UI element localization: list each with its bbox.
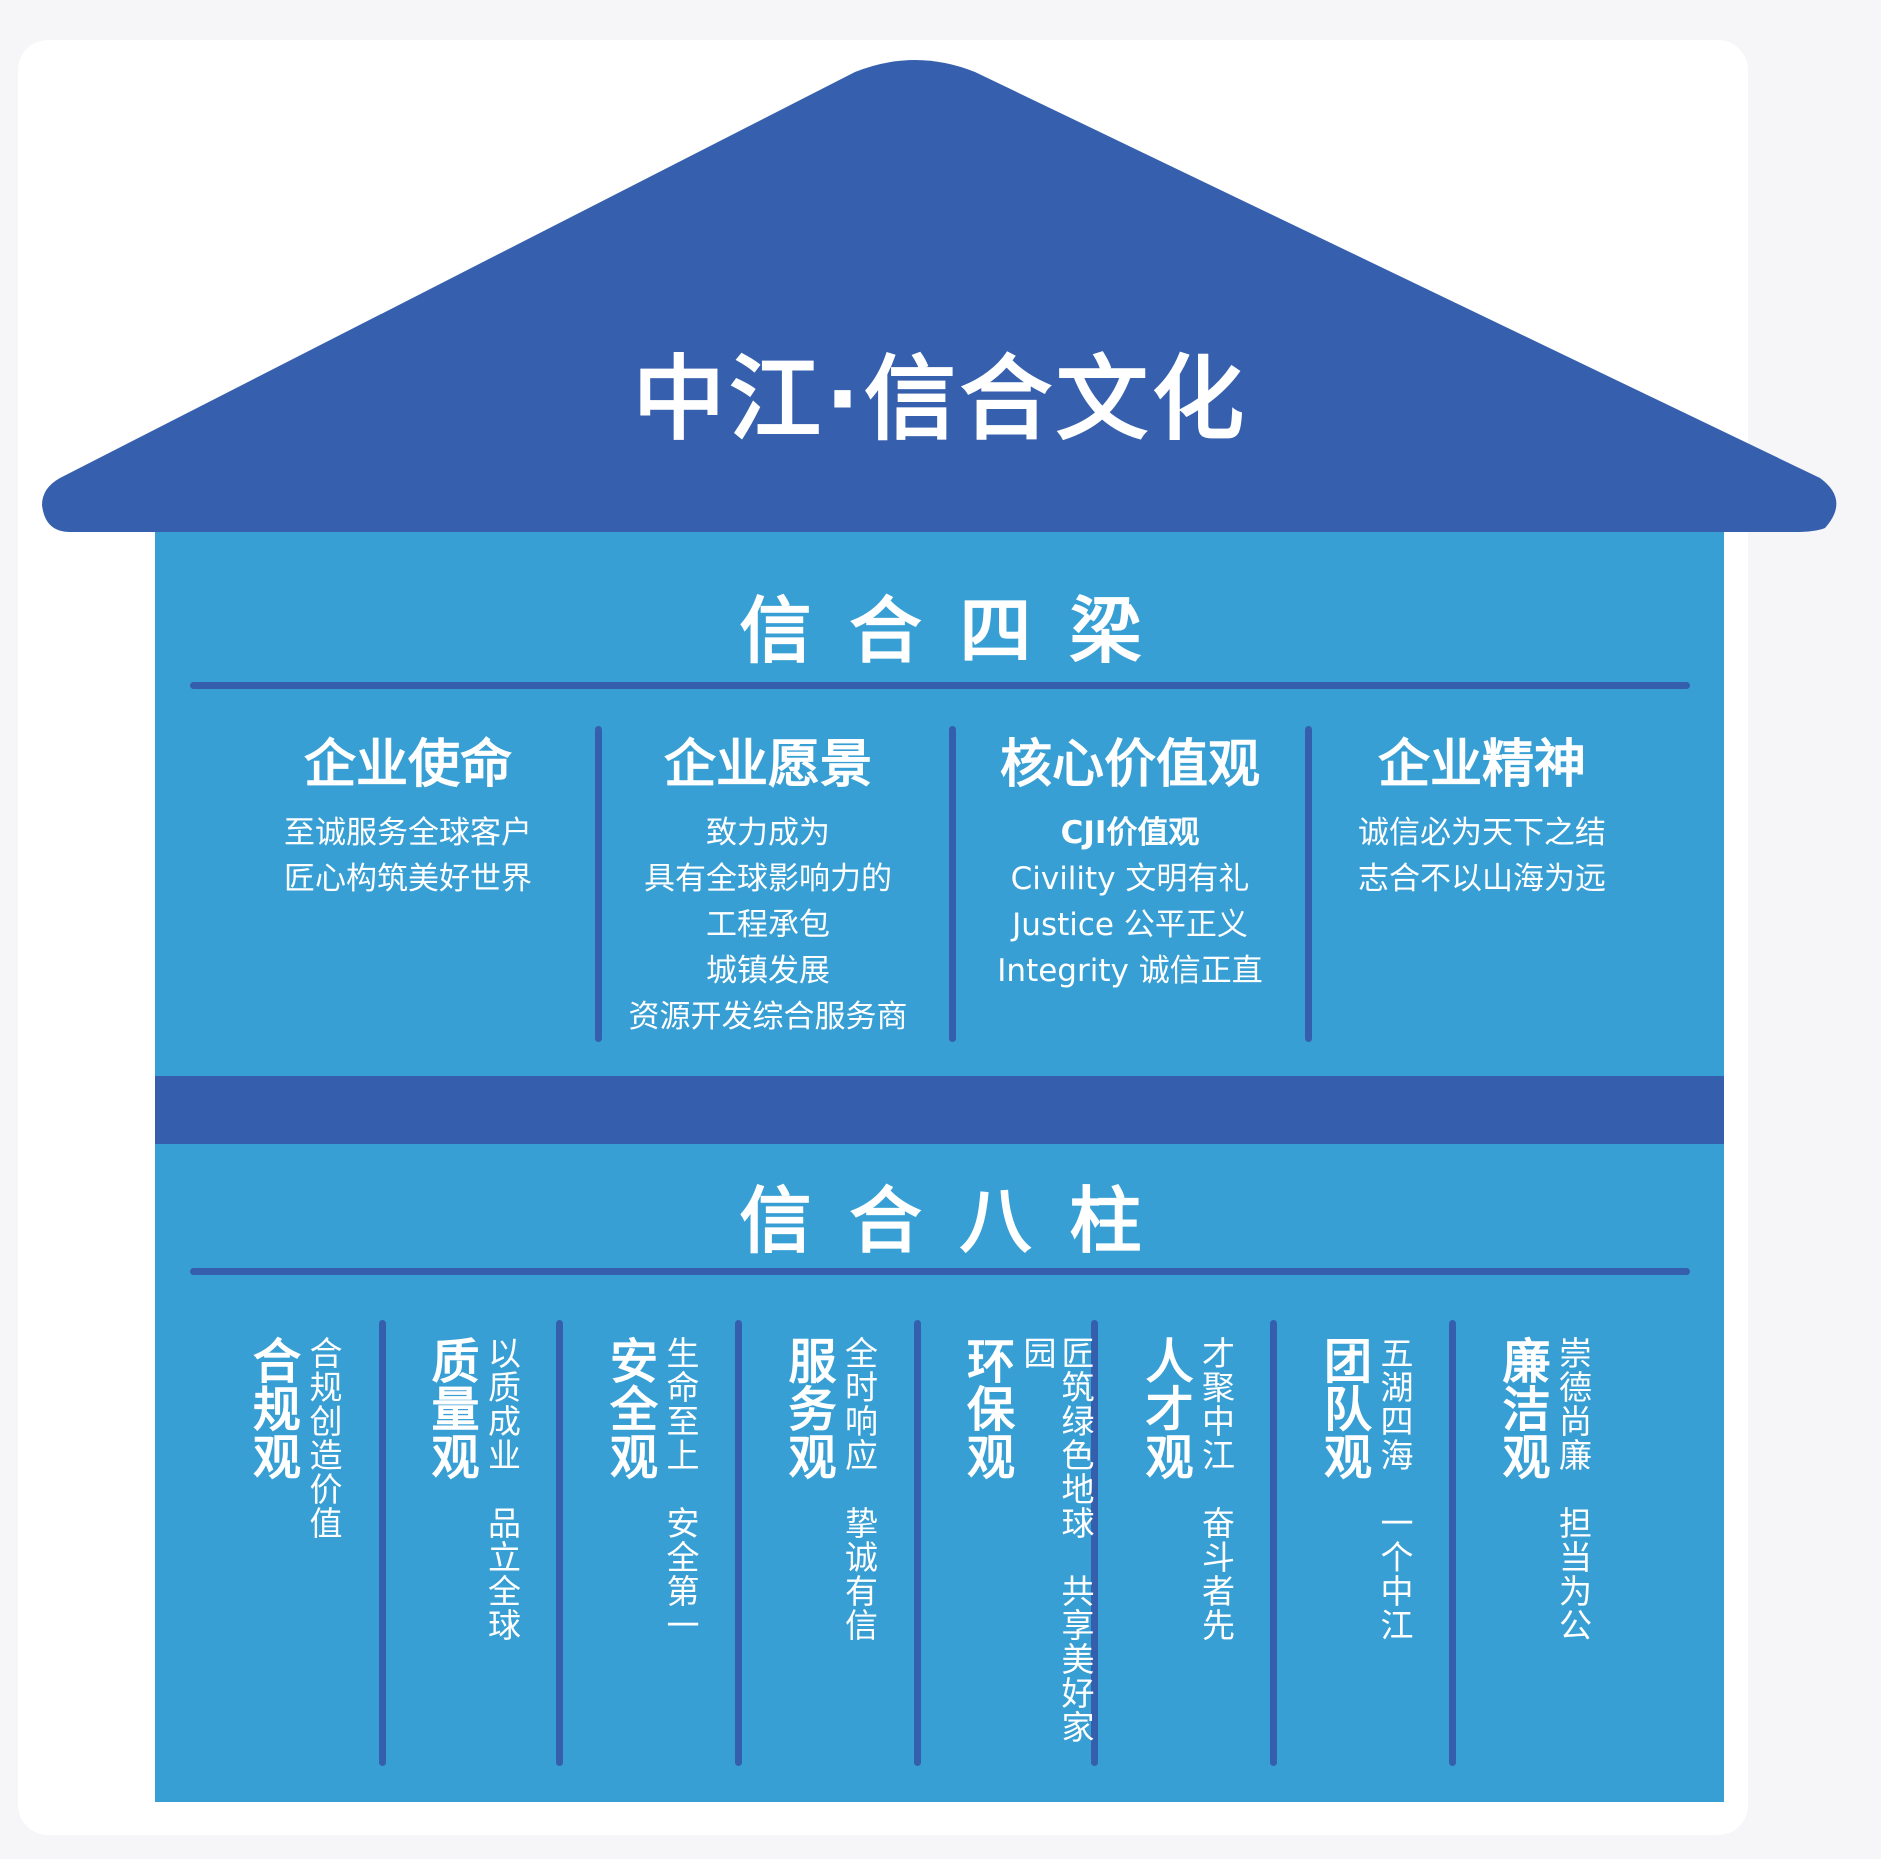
pillar-divider [556, 1320, 563, 1766]
beam-column: 核心价值观 CJI价值观 Civility 文明有礼 Justice 公平正义 Inte… [950, 730, 1310, 994]
beam-line: 工程承包 [706, 907, 830, 943]
divider-band [155, 1076, 1724, 1144]
beam-column: 企业使命至诚服务全球客户匠心构筑美好世界 [228, 730, 588, 902]
beam-heading: 企业使命 [303, 735, 512, 795]
pillar-motto: 五湖四海 一个中江 [1375, 1336, 1414, 1642]
column-divider [595, 726, 602, 1042]
pillar-divider [1091, 1320, 1098, 1766]
beam-line: 至诚服务全球客户 [284, 815, 532, 851]
pillars-title: 信合八柱 [739, 1179, 1180, 1263]
pillar-motto: 全时响应 挚诚有信 [839, 1336, 879, 1642]
beam-line: 致力成为 [706, 815, 830, 851]
pillar-motto: 合规创造价值 [304, 1336, 343, 1540]
beam-line: Justice 公平正义 [1012, 907, 1248, 943]
pillar-heading: 合规观 [244, 1336, 300, 1480]
pillar-motto: 以质成业 品立全球 [482, 1336, 522, 1642]
pillar-heading: 质量观 [422, 1336, 479, 1480]
pillar-heading: 安全观 [601, 1336, 657, 1480]
beam-heading: 核心价值观 [999, 735, 1260, 795]
beam-column: 企业精神诚信必为天下之结志合不以山海为远 [1302, 730, 1662, 902]
column-divider [949, 726, 956, 1042]
house-body [155, 532, 1724, 1802]
pillar-divider [379, 1320, 386, 1766]
pillar-heading: 人才观 [1136, 1336, 1193, 1480]
pillar-motto: 才聚中江 奋斗者先 [1196, 1336, 1236, 1642]
beam-line: 城镇发展 [706, 953, 830, 989]
pillar-heading: 廉洁观 [1493, 1336, 1550, 1480]
pillar-divider [735, 1320, 742, 1766]
beam-heading: 企业愿景 [663, 735, 872, 795]
main-title: 中江·信合文化 [633, 346, 1248, 453]
pillar-divider [914, 1320, 921, 1766]
pillar-heading: 服务观 [779, 1336, 836, 1480]
pillar-heading: 环保观 [958, 1336, 1014, 1480]
pillar-motto: 崇德尚廉 担当为公 [1553, 1336, 1593, 1642]
beam-column: 企业愿景致力成为具有全球影响力的工程承包城镇发展资源开发综合服务商 [588, 730, 948, 1040]
roof [42, 60, 1837, 532]
pillar-heading: 团队观 [1315, 1336, 1371, 1480]
beam-line: 具有全球影响力的 [644, 861, 892, 897]
beams-title: 信合四梁 [739, 589, 1180, 673]
beam-line: 志合不以山海为远 [1358, 861, 1606, 897]
roof-shape [42, 60, 1837, 532]
pillars-underline [190, 1268, 1690, 1275]
pillar-motto: 生命至上 安全第一 [661, 1336, 700, 1642]
beams-underline [190, 682, 1690, 689]
beam-line: CJI价值观 [1060, 815, 1200, 851]
beam-line: 匠心构筑美好世界 [284, 861, 532, 897]
pillar-motto: 匠筑绿色地球 共享美好家园 [1018, 1336, 1095, 1744]
pillar-divider [1449, 1320, 1456, 1766]
pillar-divider [1270, 1320, 1277, 1766]
beam-line: 诚信必为天下之结 [1358, 815, 1606, 851]
beam-line: Integrity 诚信正直 [997, 953, 1263, 989]
beam-line: 资源开发综合服务商 [628, 999, 908, 1035]
beam-line: Civility 文明有礼 [1010, 861, 1250, 897]
column-divider [1305, 726, 1312, 1042]
beam-heading: 企业精神 [1377, 735, 1586, 795]
